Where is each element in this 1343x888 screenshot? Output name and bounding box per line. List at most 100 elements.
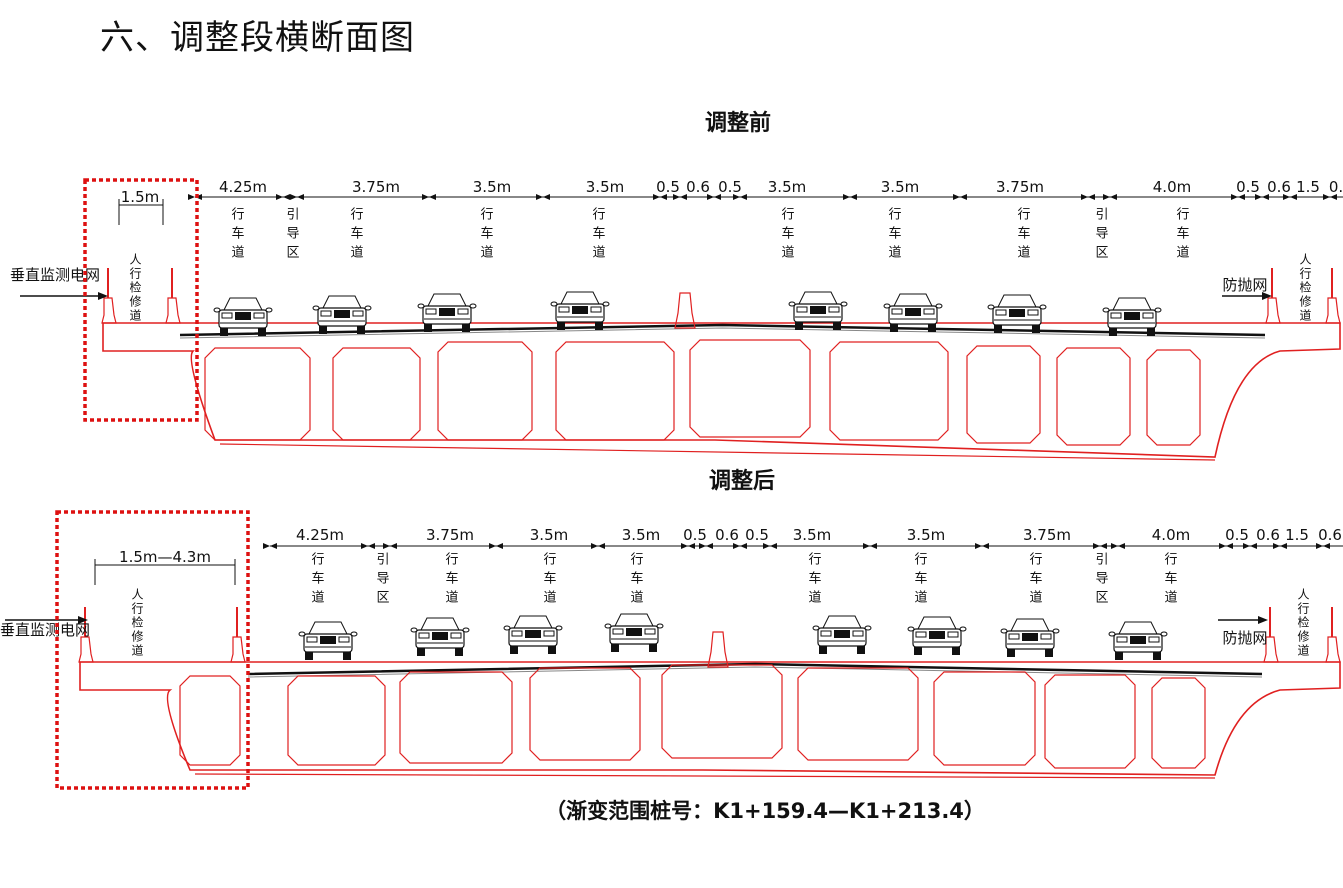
road-surface-edge <box>247 666 1263 678</box>
girder-cell <box>1146 349 1201 446</box>
car-icon <box>907 616 967 655</box>
dimension-label: 1.5 <box>1285 526 1309 544</box>
dimension-tick <box>188 194 202 200</box>
girder-cell <box>555 341 675 441</box>
page-title: 六、调整段横断面图 <box>100 18 415 58</box>
girder-cell <box>829 341 949 441</box>
lane-label: 行车道 <box>478 207 494 264</box>
girder-cell <box>204 347 311 441</box>
dimension-label: 0.6 <box>715 526 739 544</box>
dimension-label: 4.0m <box>1152 526 1190 544</box>
lane-label: 引导区 <box>1093 552 1109 609</box>
girder-cell <box>933 671 1036 766</box>
car-icon <box>298 621 358 660</box>
dimension-tick <box>733 543 747 549</box>
dimension-label: 0.5 <box>1236 178 1260 196</box>
dimension-tick <box>863 543 877 549</box>
dimension-tick <box>1231 194 1245 200</box>
girder-bottom <box>219 443 1216 461</box>
dimension-tick <box>383 543 397 549</box>
anti-throw-net-label: 防抛网 <box>1222 629 1267 647</box>
dimension-label: 1.5 <box>1296 178 1320 196</box>
dimension-tick <box>953 194 967 200</box>
girder-cell <box>1044 674 1136 769</box>
dimension-tick <box>1323 194 1337 200</box>
dimension-label: 0.6 <box>1267 178 1291 196</box>
lane-label: 行车道 <box>541 552 557 609</box>
dimension-tick <box>1243 543 1257 549</box>
median-barrier <box>707 631 729 668</box>
car-icon <box>312 295 372 334</box>
girder-cell <box>287 675 386 766</box>
lane-label: 行车道 <box>309 552 325 609</box>
parapet <box>1265 297 1281 324</box>
dimension-tick <box>489 543 503 549</box>
after-heading: 调整后 <box>709 468 775 494</box>
dimension-tick <box>536 194 550 200</box>
lane-label: 行车道 <box>229 207 245 264</box>
dimension-label: 0.5 <box>1225 526 1249 544</box>
lane-label: 行车道 <box>628 552 644 609</box>
dimension-tick <box>1081 194 1095 200</box>
lane-label: 行车道 <box>886 207 902 264</box>
lane-label: 行车道 <box>1015 207 1031 264</box>
dimension-tick <box>276 194 290 200</box>
dimension-label: 4.25m <box>219 178 267 196</box>
dimension-label: 0.5 <box>656 178 680 196</box>
dimension-label: 0. <box>1329 178 1343 196</box>
girder-cell <box>797 667 919 761</box>
dimension-tick <box>591 543 605 549</box>
parapet <box>78 636 94 663</box>
car-icon <box>788 291 848 330</box>
dimension-label: 3.5m <box>473 178 511 196</box>
dimension-label: 3.5m <box>881 178 919 196</box>
girder-cell <box>689 339 811 438</box>
car-icon <box>213 297 273 336</box>
sidewalk-label-left: 人行检修道 <box>128 253 142 323</box>
girder-cell <box>399 671 513 764</box>
car-icon <box>883 293 943 332</box>
car-icon <box>987 294 1047 333</box>
lane-label: 引导区 <box>1093 207 1109 264</box>
parapet <box>1325 297 1341 324</box>
dimension-tick <box>1111 543 1125 549</box>
highlight-box <box>83 178 199 422</box>
dimension-tick <box>681 543 695 549</box>
dimension-label: 3.5m <box>768 178 806 196</box>
parapet <box>230 636 246 663</box>
car-icon <box>812 615 872 654</box>
car-icon <box>503 615 563 654</box>
dimension-tick <box>699 543 713 549</box>
car-icon <box>1000 618 1060 657</box>
dimension-label: 3.75m <box>996 178 1044 196</box>
dimension-tick <box>1283 194 1297 200</box>
sidewalk-label-right: 人行检修道 <box>1298 253 1312 323</box>
girder-cell <box>437 341 533 441</box>
sidewalk-label-left: 人行检修道 <box>130 588 144 658</box>
arrow-head-icon <box>1262 292 1272 300</box>
arrow-head-icon <box>78 616 88 624</box>
lane-label: 行车道 <box>779 207 795 264</box>
dimension-tick <box>1316 543 1330 549</box>
dimension-label: 0.6 <box>1318 526 1342 544</box>
car-icon <box>1102 297 1162 336</box>
sidewalk-width-label: 1.5m <box>121 188 159 206</box>
lane-label: 行车道 <box>590 207 606 264</box>
footnote: （渐变范围桩号：K1+159.4—K1+213.4） <box>545 799 985 823</box>
dimension-label: 4.0m <box>1153 178 1191 196</box>
dimension-label: 3.75m <box>1023 526 1071 544</box>
dimension-label: 3.5m <box>793 526 831 544</box>
dimension-label: 3.5m <box>907 526 945 544</box>
arrow-head-icon <box>98 292 108 300</box>
girder-cell <box>529 667 641 761</box>
lane-label: 行车道 <box>348 207 364 264</box>
sidewalk-label-right: 人行检修道 <box>1296 588 1310 658</box>
girder-bottom <box>194 773 1216 779</box>
dimension-tick <box>1103 194 1117 200</box>
car-icon <box>410 617 470 656</box>
lane-label: 引导区 <box>374 552 390 609</box>
dimension-tick <box>263 543 277 549</box>
